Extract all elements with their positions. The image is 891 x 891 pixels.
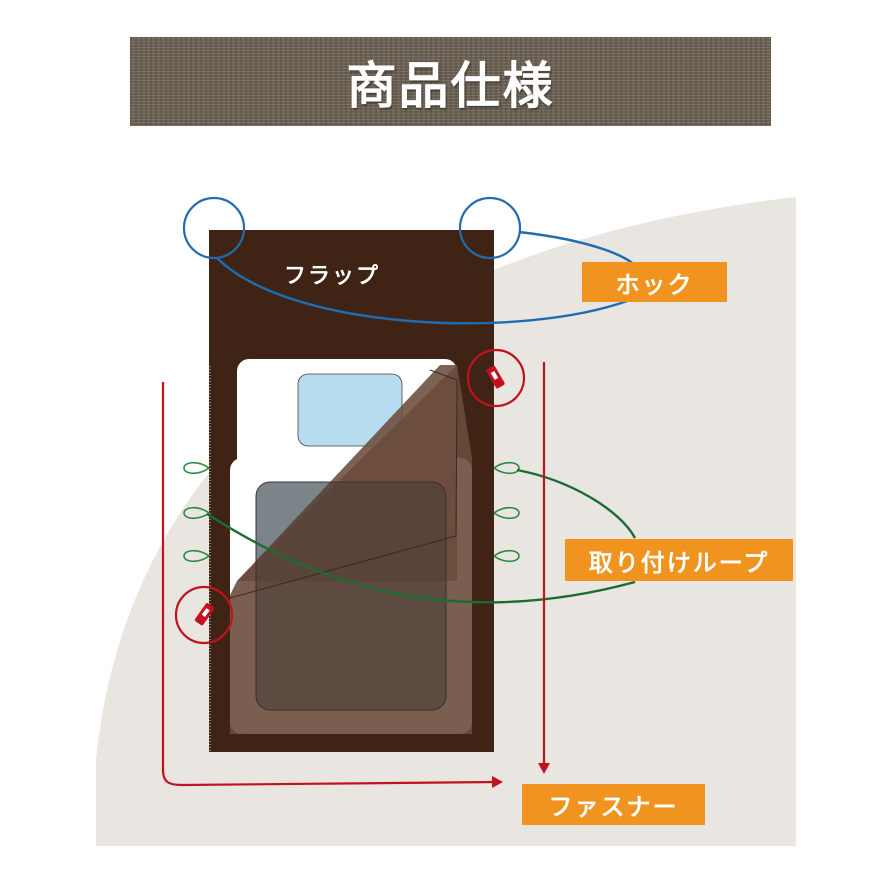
title-banner: 商品仕様 bbox=[130, 37, 771, 126]
hook-label: ホック bbox=[582, 262, 727, 302]
loop-left-3 bbox=[183, 549, 210, 563]
loop-left-1 bbox=[183, 461, 210, 475]
banner-texture bbox=[130, 37, 771, 126]
flap-fold-line bbox=[229, 369, 458, 599]
hook-connector-line bbox=[216, 257, 631, 325]
front-window-shade bbox=[255, 481, 447, 711]
loop-connector-line bbox=[206, 512, 636, 604]
loop-right-2 bbox=[493, 506, 520, 520]
loop-left-2 bbox=[183, 506, 210, 520]
loop-connector-line-2 bbox=[516, 468, 637, 539]
flap-label: フラップ bbox=[284, 264, 381, 289]
loop-right-1 bbox=[493, 461, 520, 475]
loop-label: 取り付けループ bbox=[565, 539, 793, 581]
page-title: 商品仕様 bbox=[346, 55, 555, 115]
zipper-label: ファスナー bbox=[522, 784, 705, 825]
loop-right-3 bbox=[493, 549, 520, 563]
zipper-arrowhead-left bbox=[492, 776, 503, 788]
zipper-arrowhead-right bbox=[538, 763, 550, 774]
hook-circle-left bbox=[182, 196, 246, 260]
zipper-circle-right bbox=[466, 348, 526, 408]
zipper-circle-left bbox=[174, 585, 234, 645]
zipper-pull-left bbox=[194, 603, 215, 626]
zipper-pull-right bbox=[486, 365, 505, 389]
zipper-arrow-left bbox=[161, 382, 497, 787]
hook-circle-right bbox=[458, 196, 522, 260]
